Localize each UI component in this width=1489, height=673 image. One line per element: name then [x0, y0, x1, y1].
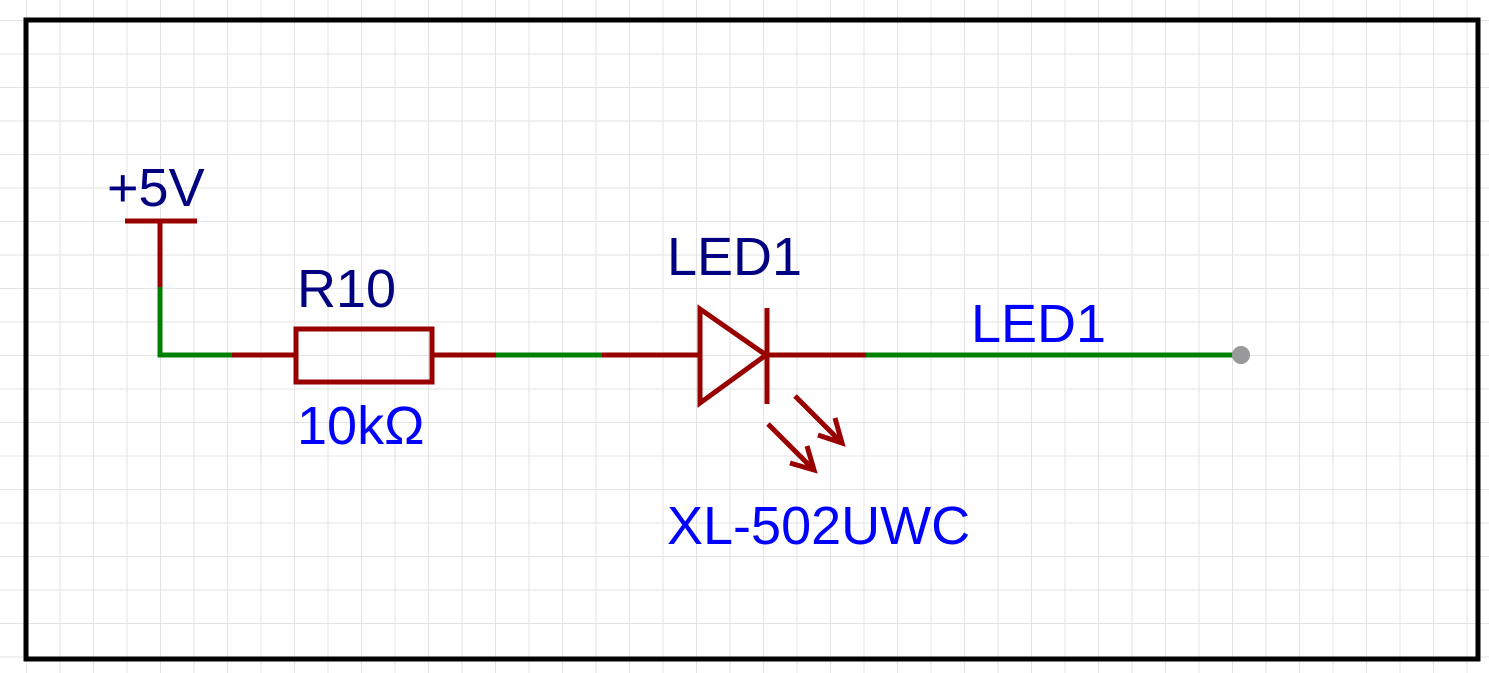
net-label: LED1 [971, 294, 1106, 354]
sheet-frame [23, 17, 1481, 662]
led-emission-arrows-icon [766, 394, 846, 474]
resistor-designator: R10 [297, 259, 396, 319]
led-triangle [697, 304, 771, 408]
led-symbol[interactable] [602, 304, 866, 474]
led-part-number: XL-502UWC [667, 496, 970, 556]
resistor-body [293, 326, 435, 385]
resistor-r10[interactable] [232, 326, 496, 385]
power-label: +5V [107, 158, 205, 218]
wires [157, 287, 1240, 358]
led-designator: LED1 [667, 227, 802, 287]
resistor-value: 10kΩ [297, 396, 424, 456]
wire-power-to-resistor[interactable] [157, 287, 232, 358]
net-endpoint-dot[interactable] [1232, 346, 1250, 364]
power-symbol-5v[interactable] [125, 218, 197, 287]
